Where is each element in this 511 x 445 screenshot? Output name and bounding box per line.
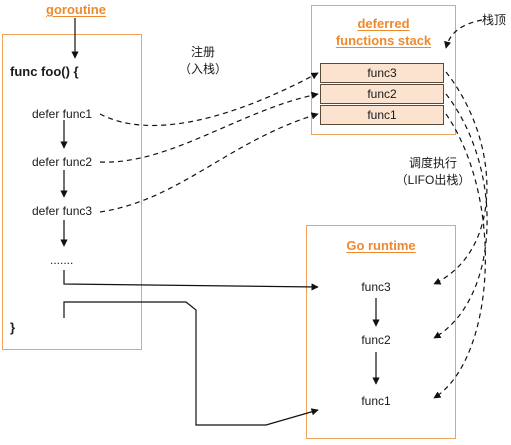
dashed-register-2 [99, 91, 319, 163]
defer-func1: defer func1 [32, 107, 93, 121]
runtime-func1: func1 [361, 394, 391, 408]
dashed-register-3 [99, 112, 319, 213]
dashed-execute-3 [433, 113, 486, 399]
stack-title-line2: functions stack [335, 33, 432, 48]
execute-note-line1: 调度执行 [408, 156, 457, 170]
go-runtime-title: Go runtime [346, 238, 416, 253]
go-runtime-box [306, 225, 456, 439]
stack-title-line1: deferred [357, 16, 410, 31]
register-note-line2: （入栈） [178, 62, 227, 76]
stack-item-func3: func3 [320, 63, 444, 83]
stack-item-func2: func2 [320, 84, 444, 104]
code-ellipsis: ....... [50, 253, 74, 267]
execute-note-line2: （LIFO出栈） [395, 173, 471, 187]
runtime-func2: func2 [361, 333, 391, 347]
defer-func3: defer func3 [32, 204, 93, 218]
dashed-register-1 [99, 72, 319, 127]
register-note-line1: 注册 [190, 45, 215, 59]
runtime-func3: func3 [361, 280, 391, 294]
dashed-execute-2 [433, 93, 488, 339]
arrow-to-runtime [63, 270, 319, 291]
dashed-stack-top [444, 19, 483, 49]
stack-top-label: 栈顶 [482, 13, 507, 27]
goroutine-box [2, 34, 142, 350]
func-foo-close: } [10, 320, 16, 335]
arrow-return-to-runtime [63, 301, 319, 426]
defer-func2: defer func2 [32, 155, 93, 169]
dashed-execute-1 [433, 71, 488, 285]
goroutine-title: goroutine [46, 2, 106, 17]
func-foo-open: func foo() { [10, 64, 79, 79]
stack-item-func1: func1 [320, 105, 444, 125]
